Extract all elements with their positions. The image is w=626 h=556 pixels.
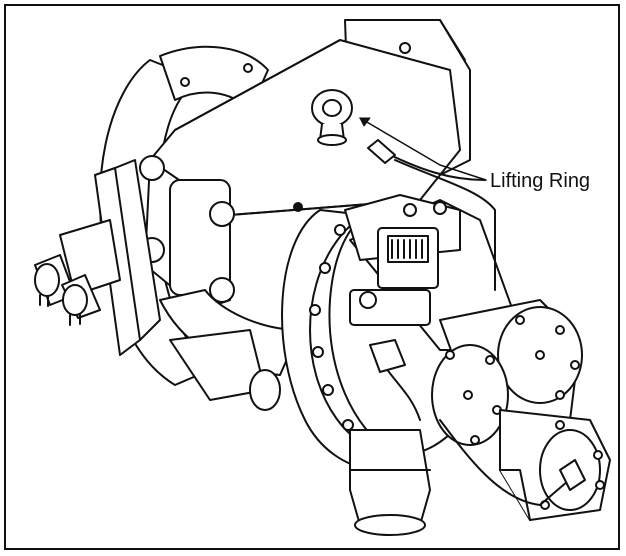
center-body [159,289,301,411]
callout-leader [359,117,487,181]
end-cover [499,409,611,521]
motor-housing [139,39,461,311]
right-cylinders [431,299,583,446]
lower-housing [349,429,431,536]
fittings [367,139,586,491]
solenoid-valves [34,219,121,326]
lifting-ring-icon [311,89,353,146]
callout-label: Lifting Ring [490,170,591,192]
tube-lines [374,149,576,506]
connector-block [349,227,439,326]
